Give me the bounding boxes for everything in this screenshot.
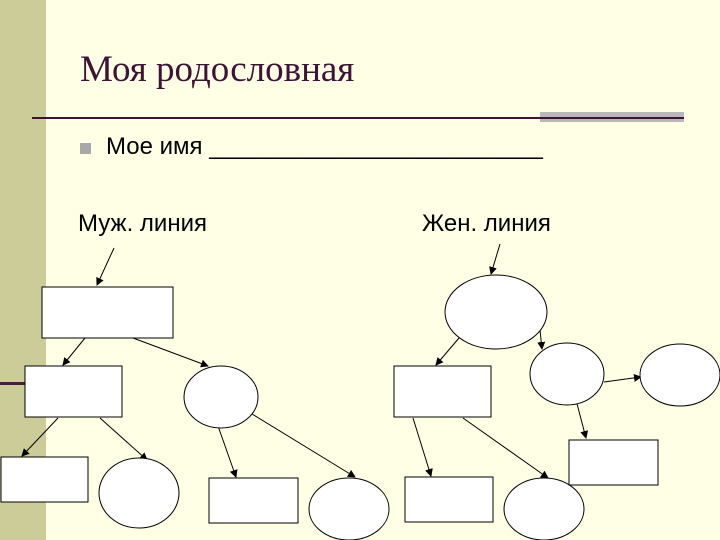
slide-title: Моя родословная <box>80 49 355 90</box>
side-accent-line <box>0 382 46 385</box>
f-parent-oval <box>444 274 548 350</box>
arrow-m-child-rect-to-gc-rect <box>21 417 59 457</box>
f-grandchild-oval <box>503 477 585 540</box>
arrow-m-parent-to-child-oval <box>132 337 209 368</box>
arrow-m-child-oval-to-gc2-oval <box>251 413 356 478</box>
arrow-male-label-to-parent <box>96 247 115 286</box>
female-line-label: Жен. линия <box>422 210 551 237</box>
m-grandchild-oval <box>98 457 180 529</box>
f-grandchild-box <box>404 476 494 523</box>
arrow-f-child-rect-to-gc-rect <box>412 417 433 477</box>
f-child-oval <box>529 342 605 406</box>
m-child-box <box>24 365 123 418</box>
arrow-m-parent-to-child-rect <box>62 337 86 366</box>
my-name-line: Мое имя _________________________ <box>106 133 543 160</box>
m-grandchild2-oval <box>308 477 390 540</box>
arrow-f-child-rect-to-gc-oval <box>462 417 549 479</box>
f-grandchild2-box <box>568 439 659 486</box>
arrow-m-child-oval-to-gc2-rect <box>217 425 238 478</box>
arrow-f-child-oval-to-gc2-rect <box>575 399 589 439</box>
arrow-m-child-rect-to-gc-oval <box>99 417 148 461</box>
male-line-label: Муж. линия <box>78 210 207 237</box>
m-grandchild2-box <box>208 477 299 524</box>
title-rule <box>32 117 684 119</box>
m-parent-box <box>41 286 174 339</box>
arrow-f-parent-to-child-oval <box>537 329 546 350</box>
arrow-f-parent-to-child-rect <box>435 337 460 366</box>
m-grandchild-box <box>0 456 89 503</box>
f-child-box <box>393 365 492 418</box>
arrow-f-child-oval-to-spouse <box>603 373 642 383</box>
m-child-oval <box>183 365 259 429</box>
f-spouse-oval <box>639 343 720 407</box>
arrow-female-label-to-parent <box>489 243 501 275</box>
bullet-square-icon <box>80 143 91 154</box>
